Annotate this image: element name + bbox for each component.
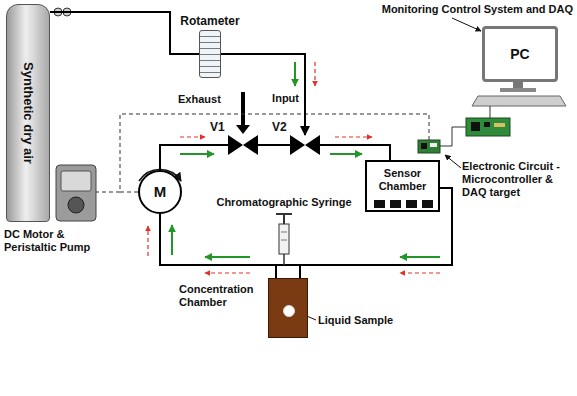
- cylinder-label: Synthetic dry air: [20, 62, 36, 164]
- sensor-element: [374, 200, 385, 208]
- chamber-label: Sensor Chamber: [367, 167, 438, 193]
- monitor-stand: [513, 82, 523, 88]
- exhaust-label: Exhaust: [178, 93, 221, 106]
- sensor-element: [406, 200, 417, 208]
- pipe-connector: [221, 54, 305, 135]
- exhaust-arrowhead: [236, 125, 250, 134]
- rotameter-label: Rotameter: [180, 14, 239, 28]
- flow-arrow-dashed: [314, 62, 315, 86]
- leader-arrow: [452, 18, 481, 31]
- valve-shape: [228, 135, 258, 155]
- edge-label: Input: [270, 92, 301, 105]
- flow-arrow: [171, 225, 173, 255]
- syringe-needle: [283, 254, 285, 265]
- circuit-board: [418, 140, 440, 153]
- motor-label: M: [140, 172, 180, 212]
- pipe-segment: [276, 264, 300, 266]
- peristaltic-pump: [56, 165, 96, 221]
- flow-arrow: [205, 256, 250, 258]
- flow-arrow: [330, 153, 362, 155]
- control-wire: [96, 192, 120, 193]
- flow-arrow: [180, 153, 214, 155]
- sensor-element: [422, 200, 433, 208]
- connector: [494, 123, 505, 127]
- flow-arrow: [294, 62, 296, 86]
- syringe-label: Chromatographic Syringe: [216, 196, 351, 209]
- flow-arrow-dashed: [180, 136, 205, 137]
- pipe-connector: [50, 12, 199, 54]
- sensor-chamber: Sensor Chamber: [365, 160, 440, 212]
- valve-symbol: [228, 135, 258, 155]
- chip: [484, 122, 490, 127]
- daq-board: [466, 118, 510, 136]
- syringe-tick: [281, 240, 287, 241]
- sensor-element: [390, 200, 401, 208]
- flow-arrow-dashed: [400, 272, 440, 273]
- leader-arrow: [445, 155, 461, 168]
- pipe-connector: [258, 144, 290, 146]
- pc-monitor: PC: [482, 26, 558, 82]
- valve-symbol: [290, 135, 320, 155]
- daq-link: [490, 106, 491, 118]
- valve-shape: [290, 135, 320, 155]
- flow-arrow-dashed: [205, 272, 250, 273]
- flow-arrow: [400, 256, 440, 258]
- pipe-connector: [320, 145, 390, 160]
- pipe-connector: [160, 145, 228, 170]
- valve: V2: [290, 135, 320, 155]
- chip: [430, 143, 437, 147]
- screen-label: PC: [485, 29, 555, 79]
- keyboard: [472, 96, 566, 106]
- valve: V1: [228, 135, 258, 155]
- syringe-tick: [281, 232, 287, 233]
- valve-label: V2: [272, 120, 287, 134]
- monitor-base: [500, 88, 536, 92]
- motor-circle: M: [138, 170, 182, 214]
- pump-rotor: [68, 197, 84, 213]
- pump-label: DC Motor & Peristaltic Pump: [4, 228, 104, 254]
- syringe-barrel: [279, 224, 289, 254]
- flow-arrow-dashed: [147, 226, 148, 256]
- system-title-label: Monitoring Control System and DAQ: [382, 3, 573, 16]
- pipe-connector: [160, 214, 276, 278]
- flow-arrow-dashed: [335, 136, 372, 137]
- chamber-label: Concentration Chamber: [179, 283, 261, 309]
- sample-label: Liquid Sample: [318, 314, 393, 327]
- liquid-sample-dot: [283, 305, 295, 317]
- exhaust-arrow: [241, 92, 245, 126]
- valve-label: V1: [210, 120, 225, 134]
- circuit-label: Electronic Circuit - Microcontroller & D…: [462, 160, 562, 200]
- chip: [421, 143, 427, 149]
- gas-cylinder: Synthetic dry air: [6, 4, 50, 222]
- pump-head: [61, 171, 91, 191]
- concentration-chamber: Concentration Chamber: [268, 278, 308, 338]
- syringe-plunger: [283, 214, 285, 224]
- daq-link: [440, 127, 466, 146]
- rotameter-tube: Rotameter: [199, 30, 221, 78]
- chip: [471, 122, 480, 131]
